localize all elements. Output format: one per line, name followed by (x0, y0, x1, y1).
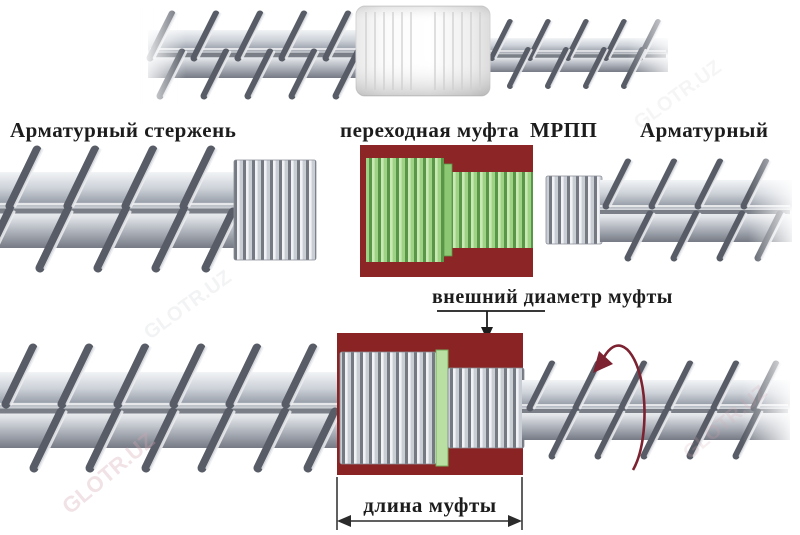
rebar-top-right (470, 14, 680, 102)
leader-line (437, 310, 545, 330)
rebar-bottom-left (0, 348, 340, 468)
thread-bottom-small (447, 367, 525, 449)
threaded-end-large (233, 159, 317, 261)
label-rebar-rod: Арматурный стержень (10, 118, 236, 142)
thread-green-small (452, 172, 533, 248)
label-coupler-model: МРПП (530, 118, 597, 142)
middle-row (0, 145, 798, 277)
thread-bottom-large (339, 351, 437, 465)
rotation-arc (600, 344, 646, 471)
coupler-sleeve (355, 5, 491, 97)
coupler-bottom (337, 333, 525, 475)
thread-green-shoulder (443, 163, 453, 257)
label-coupler-length: длина муфты (363, 493, 496, 517)
labels-row: Арматурный стержень переходная муфта МРП… (10, 118, 768, 142)
threaded-end-small (545, 175, 603, 245)
length-dimension: длина муфты (336, 477, 523, 530)
rebar-mid-right (545, 150, 798, 266)
bottom-assembly (0, 333, 796, 475)
watermark-text: GLOTR.UZ (140, 266, 236, 344)
coupler-section-red (360, 145, 533, 277)
label-transition-coupler: переходная муфта (340, 118, 519, 142)
sleeve-ridges (365, 12, 481, 90)
locknut-green-ring (435, 349, 449, 467)
top-assembly (140, 5, 680, 102)
label-rebar-right: Арматурный (640, 118, 768, 142)
rebar-mid-left (0, 150, 317, 268)
rebar-top-left (140, 6, 380, 102)
label-outer-diameter: внешний диаметр муфты (432, 286, 673, 308)
rotation-arrowhead-icon (593, 351, 613, 373)
right-arrow-icon (508, 515, 522, 527)
thread-green-large (366, 158, 444, 262)
left-arrow-icon (337, 515, 351, 527)
rebar-bottom-right (522, 355, 796, 467)
outer-diameter-callout: внешний диаметр муфты (432, 286, 673, 340)
rotation-arrow (593, 344, 646, 471)
extension-lines (336, 477, 523, 530)
